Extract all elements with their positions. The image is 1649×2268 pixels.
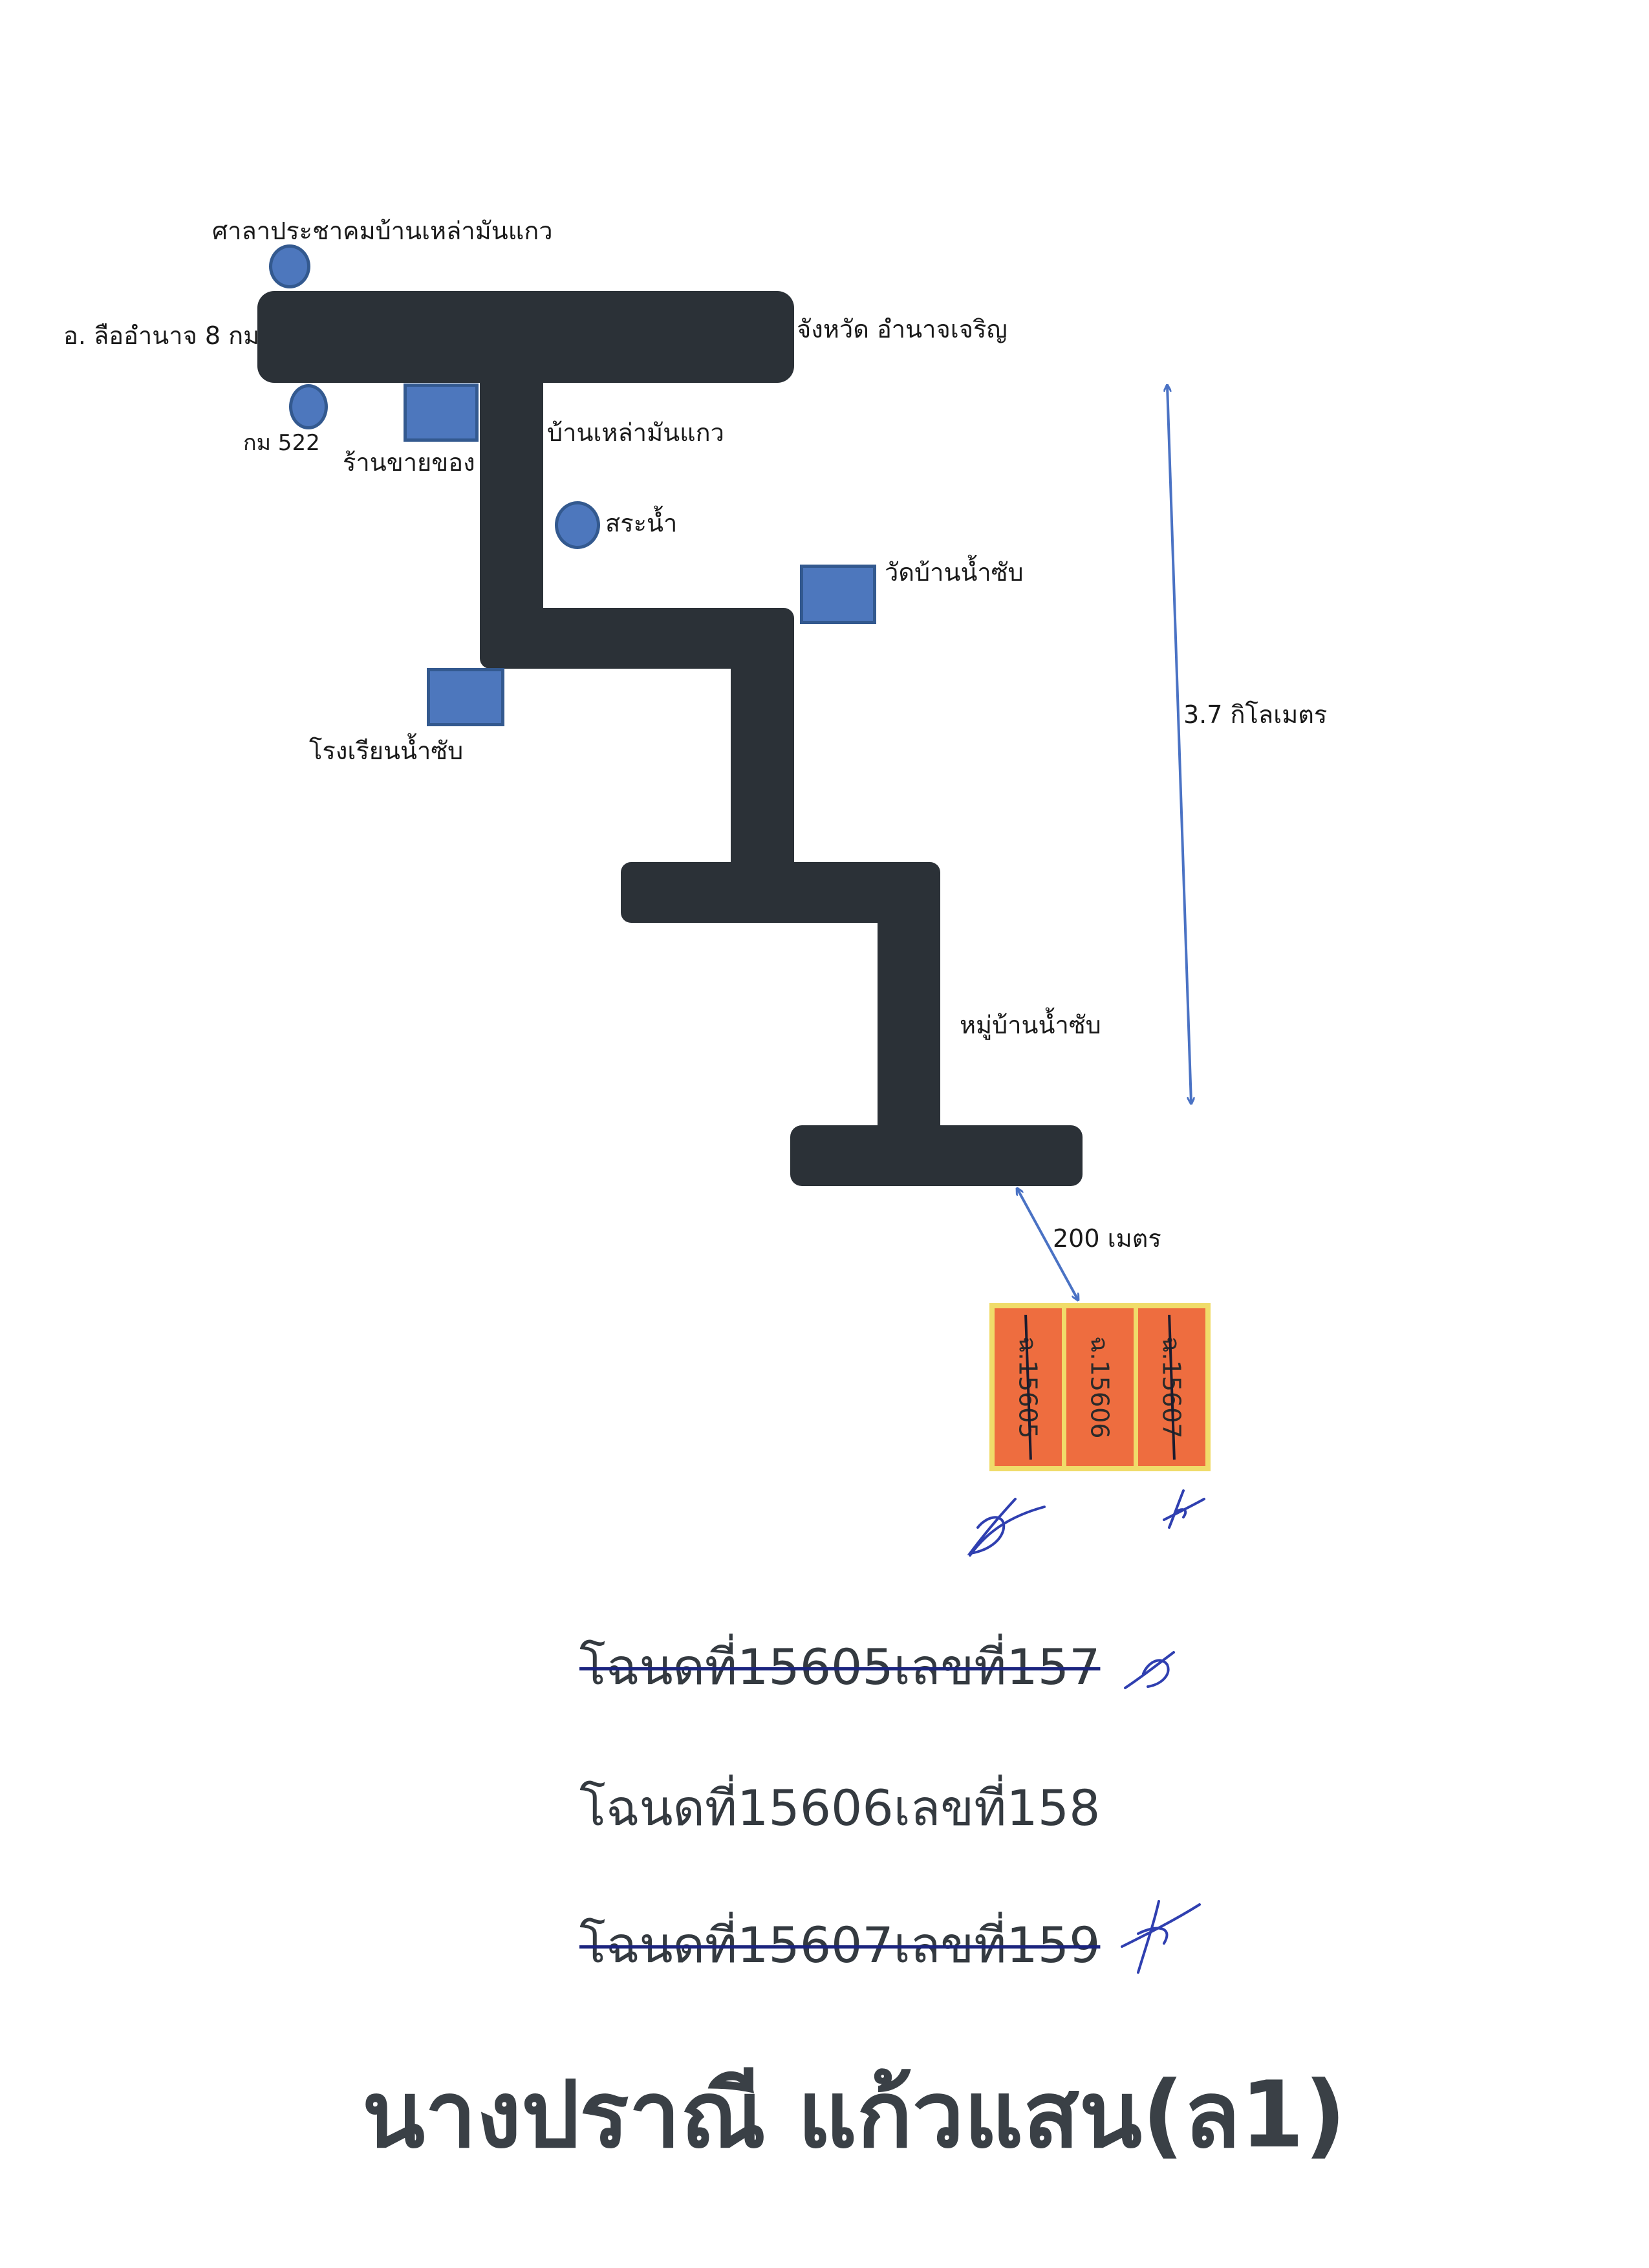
distance-long-arrow (1167, 385, 1191, 1103)
temple-marker (800, 565, 876, 624)
road-segment-3 (731, 640, 794, 886)
village-lao-label: บ้านเหล่ามันแกว (547, 418, 724, 447)
pond-label: สระน้ำ (605, 509, 678, 537)
road-end (790, 1125, 1083, 1186)
signature-4 (1121, 1900, 1201, 1974)
parcel-15606: ฉ.15606 (1066, 1308, 1134, 1466)
signature-1 (967, 1498, 1046, 1557)
sala-label: ศาลาประชาคมบ้านเหล่ามันแกว (212, 217, 553, 245)
shop-marker (404, 383, 479, 442)
owner-name: นางปราณี แก้วแสน(ล1) (362, 2062, 1346, 2168)
distance-long-label: 3.7 กิโลเมตร (1183, 700, 1328, 729)
shop-label: ร้านขายของ (343, 448, 475, 477)
km522-marker (289, 384, 328, 429)
signature-3 (1124, 1651, 1175, 1689)
deed-line-15605: โฉนดที่15605เลขที่157 (579, 1638, 1101, 1696)
land-parcels: ฉ.15605 ฉ.15606 ฉ.15607 (989, 1303, 1211, 1471)
school-label: โรงเรียนน้ำซับ (309, 737, 464, 765)
deed-line-15606: โฉนดที่15606เลขที่158 (579, 1779, 1101, 1837)
deed-line-15607: โฉนดที่15607เลขที่159 (579, 1916, 1101, 1974)
village-namsap-label: หมู่บ้านน้ำซับ (960, 1011, 1101, 1039)
province-label: จังหวัด อำนาจเจริญ (797, 315, 1008, 343)
km522-label: กม 522 (243, 430, 320, 456)
road-segment-1 (480, 362, 543, 645)
temple-label: วัดบ้านน้ำซับ (885, 558, 1024, 587)
signature-2 (1163, 1489, 1205, 1529)
sala-marker (269, 244, 310, 288)
parcel-15607: ฉ.15607 (1138, 1308, 1205, 1466)
pond-marker (555, 501, 600, 549)
road-segment-5 (878, 899, 940, 1138)
school-marker (427, 668, 504, 726)
district-label: อ. ลืออำนาจ 8 กม (63, 321, 260, 350)
parcel-15605: ฉ.15605 (995, 1308, 1062, 1466)
distance-short-arrow (1017, 1189, 1078, 1300)
